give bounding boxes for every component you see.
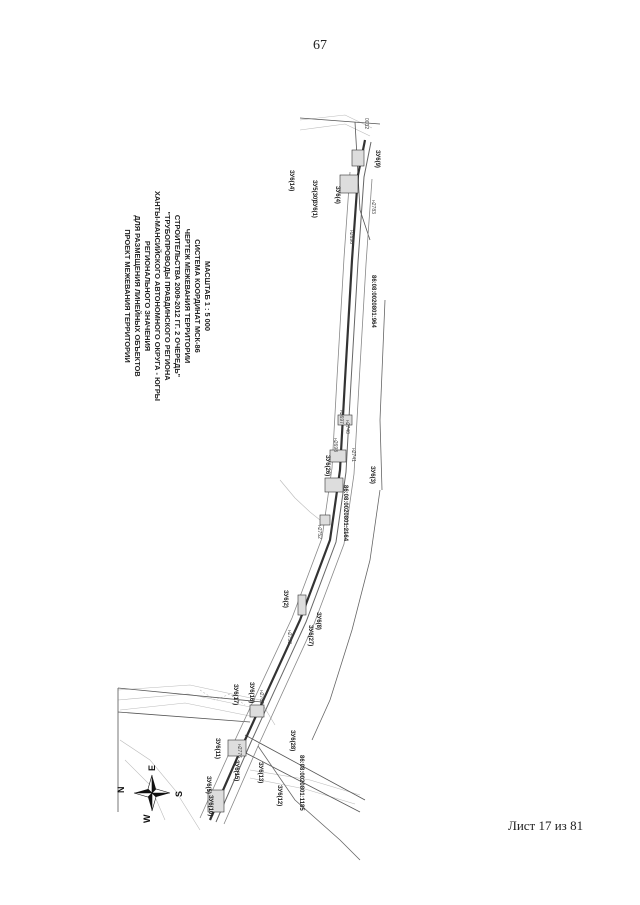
plot-label: ЗУ6(27) (307, 625, 313, 646)
point-label: н2776 (236, 744, 242, 758)
plot-label: ЗУ6(14) (288, 170, 294, 191)
plot-label: ЗУ6(10) (207, 795, 213, 816)
title-line: СТРОИТЕЛЬСТВА 2009-2012 ГГ. 2 ОЧЕРЕДЬ" (173, 215, 182, 378)
title-line: ПРОЕКТ МЕЖЕВАНИЯ ТЕРРИТОРИИ (123, 229, 132, 362)
plot-label: ЗУ6(9) (374, 150, 380, 168)
plot-label: ЗУ6(13) (257, 762, 263, 783)
cadastral-label-group: 86:08:0020801:964 86:08:0020801:2164 86:… (298, 275, 376, 811)
cadastral-label: 86:08:0020801:2164 (342, 485, 348, 542)
compass-e: E (147, 765, 157, 771)
title-line: ХАНТЫ-МАНСИЙСКОГО АВТОНОМНОГО ОКРУГА - Ю… (153, 191, 162, 401)
title-line: СИСТЕМА КООРДИНАТ МСК-86 (193, 239, 202, 352)
point-label: н2698 (332, 438, 338, 452)
plot-label: ЗУ6(12) (276, 785, 282, 806)
compass-rose: N E S W (116, 765, 184, 823)
point-label: 0032 (363, 118, 369, 129)
cadastral-label: 86:08:0020801:964 (370, 275, 376, 328)
point-label: н2752 (316, 525, 322, 539)
title-block: ПРОЕКТ МЕЖЕВАНИЯ ТЕРРИТОРИИ ДЛЯ РАЗМЕЩЕН… (123, 191, 212, 401)
title-line: ЧЕРТЕЖ МЕЖЕВАНИЯ ТЕРРИТОРИИ (183, 229, 192, 363)
point-label: н2763 (258, 690, 264, 704)
plot-label: ЗУ6(3) (369, 466, 375, 484)
pipeline-corridor (199, 139, 386, 861)
sheet-label: Лист 17 из 81 (508, 818, 584, 833)
plot-blocks (207, 149, 365, 813)
page-number: 67 (313, 38, 327, 53)
plot-label: ЗУ6(1) (311, 200, 317, 218)
point-label: н2740 (344, 420, 350, 434)
point-label: н2758 (286, 630, 292, 644)
title-line: МАСШТАБ 1 : 5 000 (203, 261, 212, 331)
point-label: н2697 (338, 410, 344, 424)
plot-label: ЗУ6(11) (214, 738, 220, 759)
plot-label: ЗУ6(26) (324, 455, 330, 476)
point-label-group: н2696 н2697 н2698 н2740 н2741 н2752 н275… (236, 118, 376, 758)
plot-label: ЗУ6(5) (205, 776, 211, 794)
compass-n: N (116, 787, 126, 794)
plot-label: ЗУ6(2) (282, 590, 288, 608)
title-line: "ТРУБОПРОВОДЫ ПРАВДИНСКОГО РЕГИОНА (163, 211, 172, 381)
plot-label: ЗУ6(17) (232, 684, 238, 705)
point-label: н2696 (348, 230, 354, 244)
title-line: ДЛЯ РАЗМЕЩЕНИЯ ЛИНЕЙНЫХ ОБЪЕКТОВ (133, 215, 142, 377)
point-label: н2783 (370, 200, 376, 214)
compass-s: S (174, 791, 184, 797)
plot-label: ЗУ6(8) (315, 612, 321, 630)
plot-label-group: ЗУ6(14) ЗУ5(30) ЗУ6(1) ЗУ6(4) ЗУ6(9) ЗУ6… (205, 150, 380, 816)
terrain-hatching (117, 114, 373, 831)
compass-w: W (142, 814, 152, 823)
plot-label: ЗУ6(16) (248, 682, 254, 703)
title-line: РЕГИОНАЛЬНОГО ЗНАЧЕНИЯ (143, 241, 152, 351)
point-label: н2741 (350, 448, 356, 462)
plot-label: ЗУ6(15) (233, 760, 239, 781)
plot-label: ЗУ5(30) (311, 180, 317, 201)
cadastral-label: 86:08:0020801:1185 (298, 755, 304, 811)
plot-label: ЗУ6(28) (289, 730, 295, 751)
plot-label: ЗУ6(4) (334, 186, 340, 204)
